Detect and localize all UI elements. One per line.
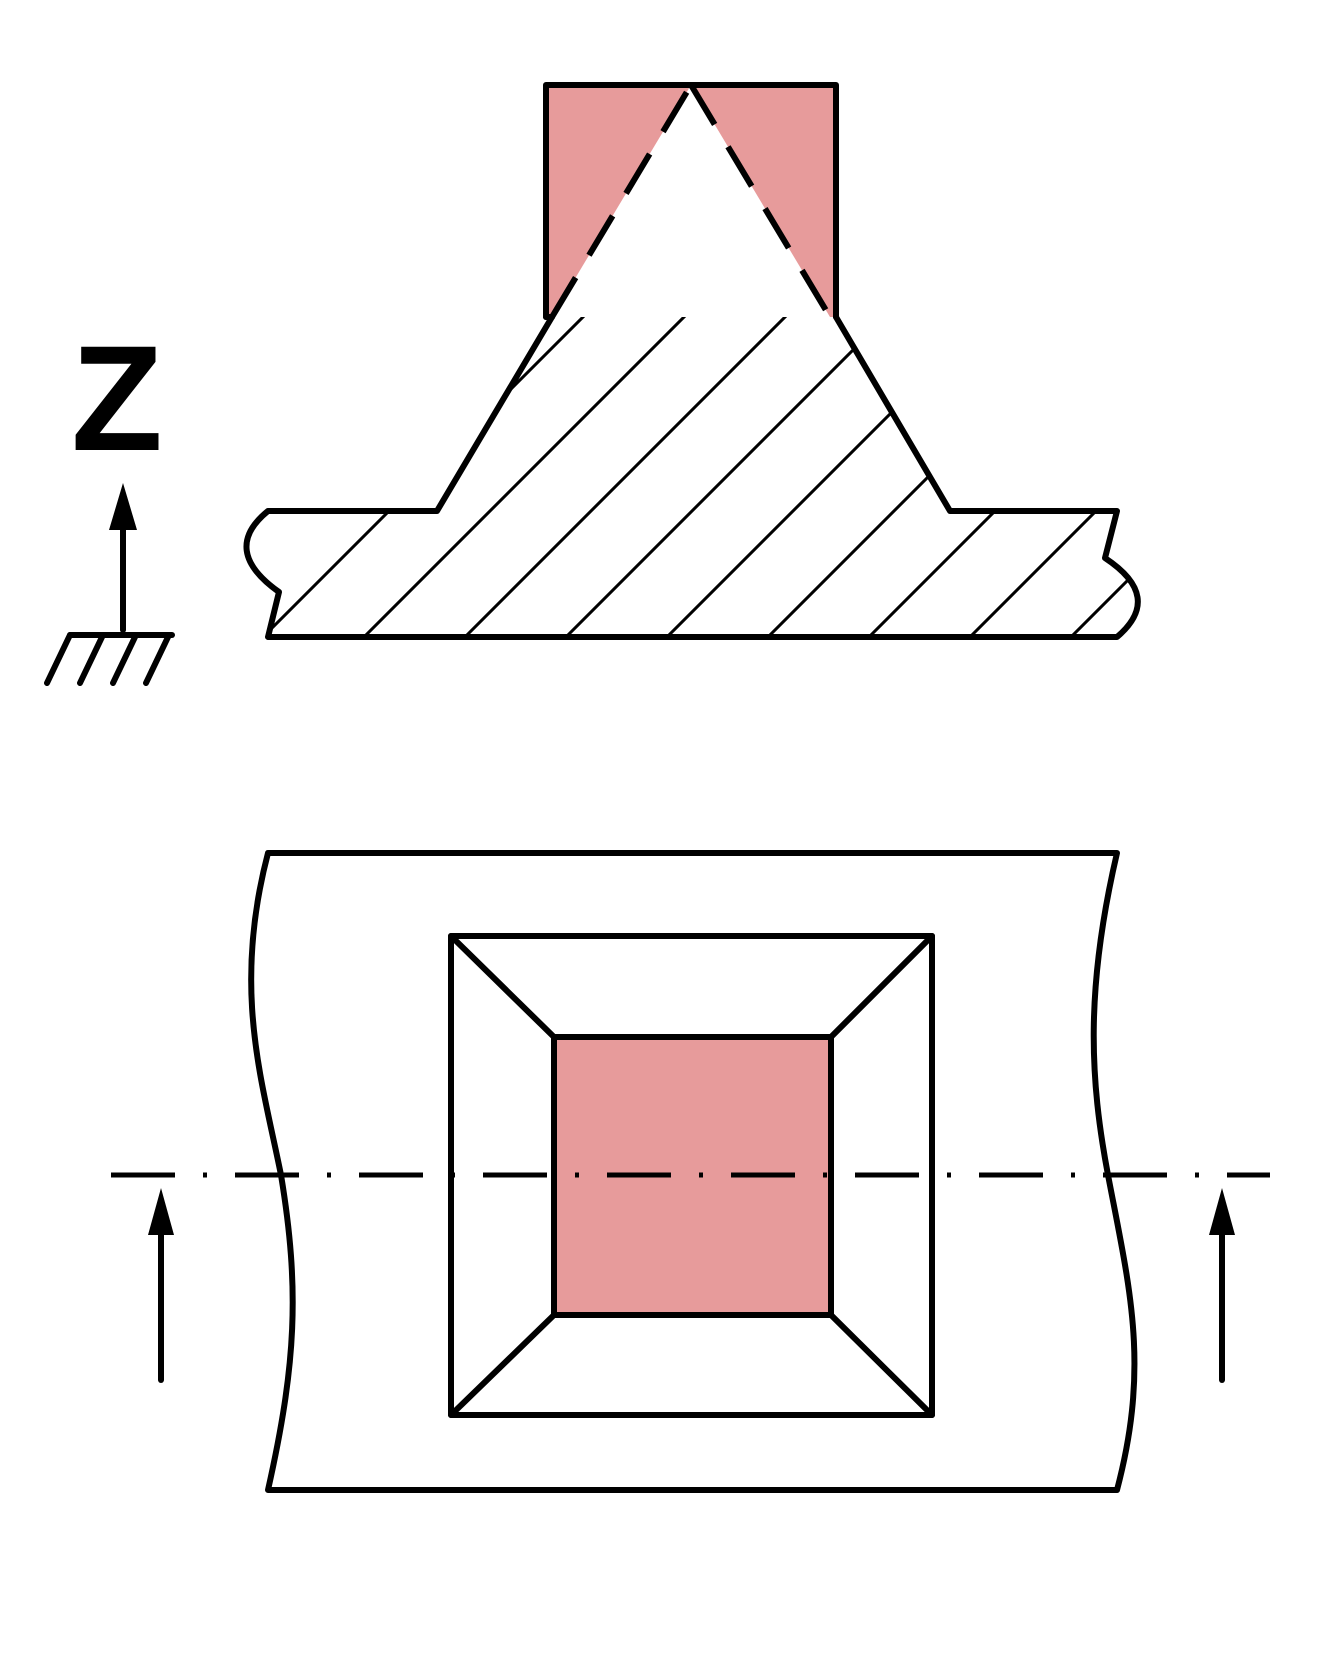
plate-outline: [248, 850, 1138, 1493]
section-arrow-left-head: [148, 1188, 174, 1235]
edge-bottom-left: [448, 1312, 557, 1418]
removed-material-left: [546, 85, 691, 317]
top-face-outline: [551, 1034, 834, 1318]
hidden-edge-right: [688, 83, 833, 319]
hatch-line: [1149, 80, 1324, 660]
plan-view: [111, 850, 1270, 1493]
section-arrow-right-head: [1209, 1188, 1235, 1235]
hatch-line: [541, 317, 1125, 637]
removed-material-right: [691, 85, 836, 317]
z-axis-label: Z: [71, 314, 163, 482]
edge-top-left: [448, 933, 557, 1040]
hidden-edge-left: [549, 83, 694, 319]
hatch-line: [844, 317, 1138, 637]
hatch-line: [1046, 317, 1138, 637]
hatch-line: [440, 317, 1024, 637]
ground-hatch-icon: [44, 632, 172, 686]
edge-bottom-right: [828, 1312, 935, 1418]
hatch-line: [339, 317, 923, 637]
pyramid-outline: [243, 314, 1141, 640]
hatch-line: [945, 317, 1138, 637]
hatch-line: [246, 317, 822, 637]
z-axis-indicator: Z: [44, 314, 175, 686]
edge-top-right: [828, 933, 935, 1040]
z-axis-arrow-head: [109, 483, 137, 530]
section-view: [243, 80, 1324, 660]
